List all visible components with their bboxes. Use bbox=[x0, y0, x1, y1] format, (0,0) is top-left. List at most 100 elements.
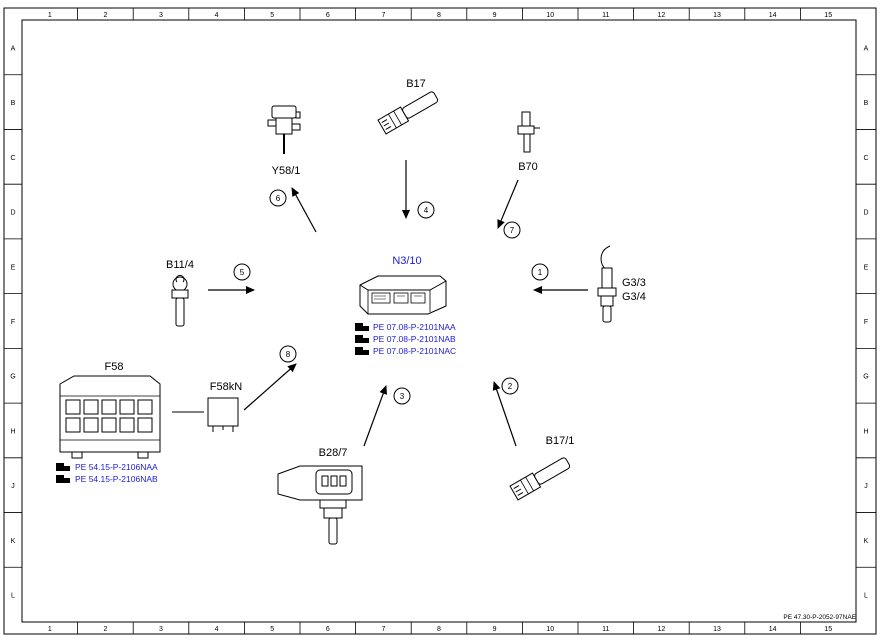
grid-label: 6 bbox=[326, 12, 330, 19]
grid-label: 12 bbox=[658, 626, 666, 633]
svg-text:2: 2 bbox=[508, 382, 513, 391]
grid-label: 14 bbox=[769, 626, 777, 633]
g3-3-label: G3/3 bbox=[622, 277, 646, 289]
f58kn-label: F58kN bbox=[210, 381, 242, 393]
pressure-sensor-icon[interactable] bbox=[277, 465, 363, 545]
grid-label: E bbox=[11, 264, 16, 271]
ecu-ref-link[interactable]: PE 07.08-P-2101NAB bbox=[373, 334, 456, 344]
grid-label: 8 bbox=[437, 626, 441, 633]
grid-label: C bbox=[10, 155, 15, 162]
grid-label: A bbox=[864, 45, 869, 52]
grid-label: 13 bbox=[713, 12, 721, 19]
fuse-box-ref-link[interactable]: PE 54.15-P-2106NAB bbox=[75, 474, 158, 484]
crankshaft-sensor-icon[interactable] bbox=[517, 111, 540, 153]
b11-4-label: B11/4 bbox=[166, 259, 194, 271]
grid-label: L bbox=[11, 593, 15, 600]
callout-7: 7 bbox=[503, 221, 521, 239]
grid-label: D bbox=[10, 210, 15, 217]
callout-2: 2 bbox=[501, 377, 519, 395]
inner-border bbox=[21, 19, 857, 623]
grid-label: 9 bbox=[493, 12, 497, 19]
grid-label: D bbox=[863, 210, 868, 217]
grid-label: 1 bbox=[48, 626, 52, 633]
grid-label: 10 bbox=[546, 12, 554, 19]
grid-label: 4 bbox=[215, 626, 219, 633]
grid-label: 15 bbox=[824, 12, 832, 19]
grid-label: 8 bbox=[437, 12, 441, 19]
grid-label: G bbox=[10, 374, 15, 381]
grid-label: 13 bbox=[713, 626, 721, 633]
grid-label: 10 bbox=[546, 626, 554, 633]
grid-label: L bbox=[864, 593, 868, 600]
n3-10-label: N3/10 bbox=[392, 255, 421, 267]
b28-7-label: B28/7 bbox=[319, 447, 348, 459]
intake-air-temp-sensor-icon[interactable] bbox=[377, 89, 440, 135]
document-code: PE 47.30-P-2052-97NAE bbox=[783, 614, 856, 621]
arrow-7 bbox=[497, 179, 519, 229]
charge-air-temp-sensor-icon[interactable] bbox=[509, 455, 572, 501]
grid-label: 5 bbox=[270, 626, 274, 633]
b70-label: B70 bbox=[518, 161, 538, 173]
svg-text:3: 3 bbox=[400, 392, 405, 401]
arrow-8 bbox=[243, 363, 297, 411]
oxygen-sensor-icon[interactable] bbox=[597, 245, 617, 323]
f58-label: F58 bbox=[105, 361, 124, 373]
grid-label: C bbox=[863, 155, 868, 162]
ecu-icon[interactable] bbox=[359, 275, 447, 315]
outer-border bbox=[3, 7, 877, 635]
grid-label: E bbox=[864, 264, 869, 271]
grid-label: F bbox=[11, 319, 15, 326]
grid-label: 6 bbox=[326, 626, 330, 633]
ref-icon bbox=[355, 323, 369, 355]
arrow-2 bbox=[492, 381, 517, 447]
grid-label: 15 bbox=[824, 626, 832, 633]
ecu-ref-link[interactable]: PE 07.08-P-2101NAC bbox=[373, 346, 456, 356]
grid-label: 7 bbox=[381, 12, 385, 19]
fuse-relay-box-icon[interactable] bbox=[59, 375, 161, 459]
grid-label: F bbox=[864, 319, 868, 326]
relay-icon[interactable] bbox=[207, 397, 239, 432]
grid-label: 9 bbox=[493, 626, 497, 633]
grid-label: 11 bbox=[602, 626, 609, 633]
grid-label: 3 bbox=[159, 12, 163, 19]
grid-label: K bbox=[864, 538, 869, 545]
ref-icon bbox=[56, 463, 70, 483]
svg-text:7: 7 bbox=[510, 226, 515, 235]
grid-label: 14 bbox=[769, 12, 777, 19]
purge-valve-icon[interactable] bbox=[267, 105, 301, 154]
b17-1-label: B17/1 bbox=[546, 435, 575, 447]
grid-label: J bbox=[864, 483, 868, 490]
g3-4-label: G3/4 bbox=[622, 291, 646, 303]
callout-4: 4 bbox=[417, 201, 435, 219]
svg-text:8: 8 bbox=[286, 350, 291, 359]
grid-label: 4 bbox=[215, 12, 219, 19]
arrow-6 bbox=[291, 187, 317, 233]
arrow-3 bbox=[363, 385, 388, 447]
grid-label: H bbox=[10, 428, 15, 435]
grid-label: 5 bbox=[270, 12, 274, 19]
grid-label: 2 bbox=[103, 12, 107, 19]
callout-5: 5 bbox=[233, 263, 251, 281]
callout-3: 3 bbox=[393, 387, 411, 405]
grid-label: A bbox=[11, 45, 16, 52]
svg-text:5: 5 bbox=[240, 268, 245, 277]
grid-label: K bbox=[11, 538, 16, 545]
ecu-ref-link[interactable]: PE 07.08-P-2101NAA bbox=[373, 322, 456, 332]
callout-6: 6 bbox=[269, 189, 287, 207]
fuse-box-ref-link[interactable]: PE 54.15-P-2106NAA bbox=[75, 462, 158, 472]
svg-text:6: 6 bbox=[276, 194, 281, 203]
b17-label: B17 bbox=[406, 78, 426, 90]
grid-label: 3 bbox=[159, 626, 163, 633]
y58-1-label: Y58/1 bbox=[272, 165, 301, 177]
grid-reference: 1122334455667788991010111112121313141415… bbox=[4, 8, 876, 634]
grid-label: 12 bbox=[658, 12, 666, 19]
coolant-temp-sensor-icon[interactable] bbox=[171, 274, 189, 327]
grid-label: 1 bbox=[48, 12, 52, 19]
grid-label: H bbox=[863, 428, 868, 435]
svg-text:1: 1 bbox=[538, 268, 543, 277]
grid-label: 7 bbox=[381, 626, 385, 633]
grid-label: 11 bbox=[602, 12, 609, 19]
svg-text:4: 4 bbox=[424, 206, 429, 215]
grid-label: B bbox=[864, 100, 869, 107]
